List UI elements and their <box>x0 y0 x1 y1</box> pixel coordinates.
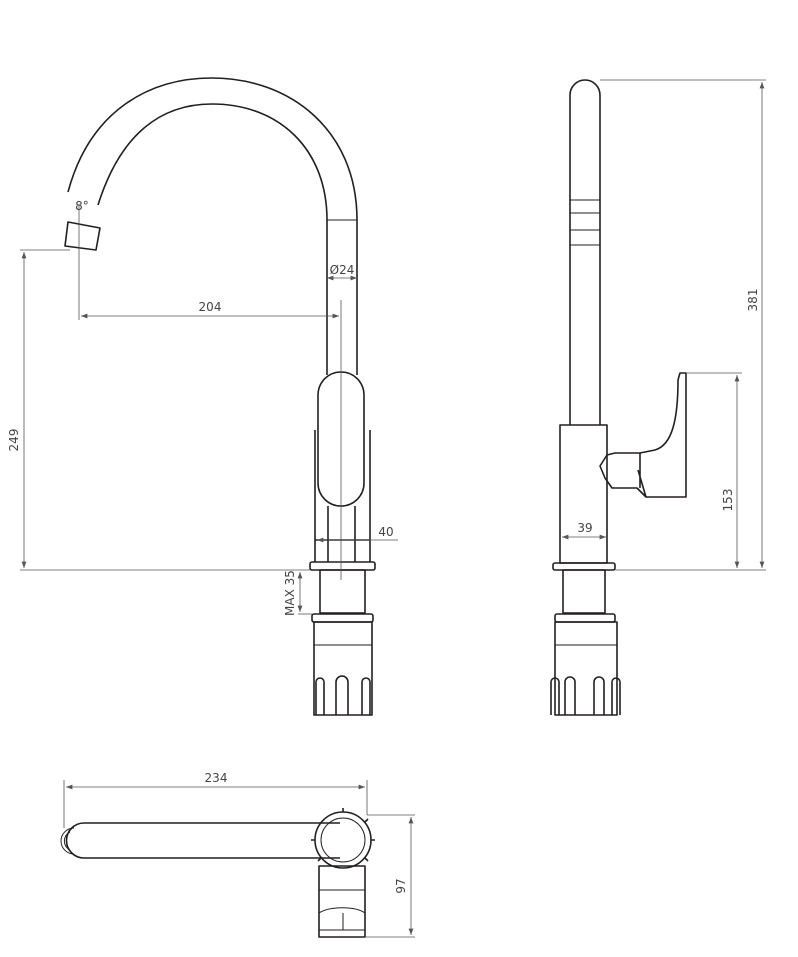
nut-ring <box>311 613 374 623</box>
dim-total-length: 234 <box>205 771 228 785</box>
side-nut-ring <box>554 613 616 623</box>
dim-body-width: 40 <box>378 525 393 539</box>
spout-outline <box>67 77 358 375</box>
side-body <box>559 424 608 564</box>
dim-handle-height: 153 <box>721 489 735 512</box>
top-view: 234 97 <box>60 771 415 938</box>
hub-studs <box>311 808 375 862</box>
front-view: 204 Ø24 8° 249 40 MAX 35 <box>7 77 398 716</box>
lever-tip-rings <box>60 827 75 855</box>
side-base-ring <box>552 562 616 571</box>
aerator <box>64 221 101 251</box>
dim-total-height: 381 <box>746 289 760 312</box>
front-body <box>314 430 371 562</box>
mounting-nut <box>313 621 373 716</box>
dim-body-depth: 39 <box>577 521 592 535</box>
top-body <box>318 865 366 938</box>
dim-total-depth: 97 <box>394 878 408 893</box>
dim-spout-height: 249 <box>7 429 21 452</box>
rod-bands <box>570 199 600 246</box>
top-lever <box>65 822 340 859</box>
shank <box>319 569 366 614</box>
top-body-detail <box>318 889 366 931</box>
dim-spout-angle: 8° <box>75 199 89 213</box>
nut-ribs <box>315 675 371 715</box>
side-view: 381 153 39 <box>550 79 766 716</box>
dim-spout-reach: 204 <box>199 300 222 314</box>
side-handle <box>599 372 687 498</box>
dim-pipe-diameter: Ø24 <box>330 263 355 277</box>
side-nut-ribs <box>550 676 621 715</box>
spout-rod <box>569 79 601 425</box>
dim-max-deck: MAX 35 <box>283 570 297 616</box>
base-ring <box>309 561 376 571</box>
top-hub-inner <box>320 817 366 863</box>
top-hub <box>314 811 372 869</box>
side-mounting-nut <box>554 621 618 716</box>
side-shank <box>562 569 606 614</box>
